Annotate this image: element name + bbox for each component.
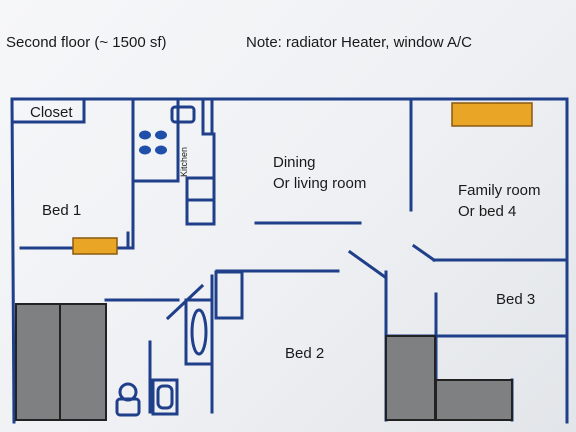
room-label-family-line1: Family room bbox=[458, 182, 541, 199]
family-door bbox=[411, 243, 437, 263]
plan-title: Second floor (~ 1500 sf) bbox=[6, 34, 167, 51]
bed2-door bbox=[347, 249, 388, 280]
kitchen-sink bbox=[170, 105, 196, 124]
room-label-dining-line2: Or living room bbox=[273, 175, 366, 192]
room-label-bed3: Bed 3 bbox=[496, 291, 535, 308]
room-label-bed1: Bed 1 bbox=[42, 202, 81, 219]
bathtub-basin bbox=[190, 308, 208, 356]
walls bbox=[10, 97, 569, 424]
stove-burner-icon bbox=[139, 130, 151, 140]
bathtub bbox=[184, 298, 214, 366]
closets bbox=[15, 303, 513, 421]
stove-burners bbox=[139, 130, 167, 155]
bath-vanity bbox=[151, 378, 179, 416]
room-label-dining-line1: Dining bbox=[273, 154, 316, 171]
room-label-bed2: Bed 2 bbox=[285, 345, 324, 362]
bed3-closet bbox=[435, 379, 513, 421]
bath-linen-closet bbox=[214, 270, 244, 320]
radiator-heater-bed1 bbox=[72, 237, 118, 255]
room-label-family-line2: Or bed 4 bbox=[458, 203, 516, 220]
stove-burner-icon bbox=[155, 145, 167, 155]
room-label-closet: Closet bbox=[30, 104, 73, 121]
stove-burner-icon bbox=[155, 130, 167, 140]
radiator-heater-family-room bbox=[451, 102, 533, 127]
outer-wall-left bbox=[10, 97, 16, 424]
stove-burner-icon bbox=[139, 145, 151, 155]
room-label-kitchen: Kitchen bbox=[179, 147, 189, 177]
plan-note: Note: radiator Heater, window A/C bbox=[246, 34, 472, 51]
toilet-bowl bbox=[118, 382, 138, 402]
bed2-closet bbox=[385, 335, 436, 421]
bath-vanity-sink bbox=[156, 384, 174, 410]
